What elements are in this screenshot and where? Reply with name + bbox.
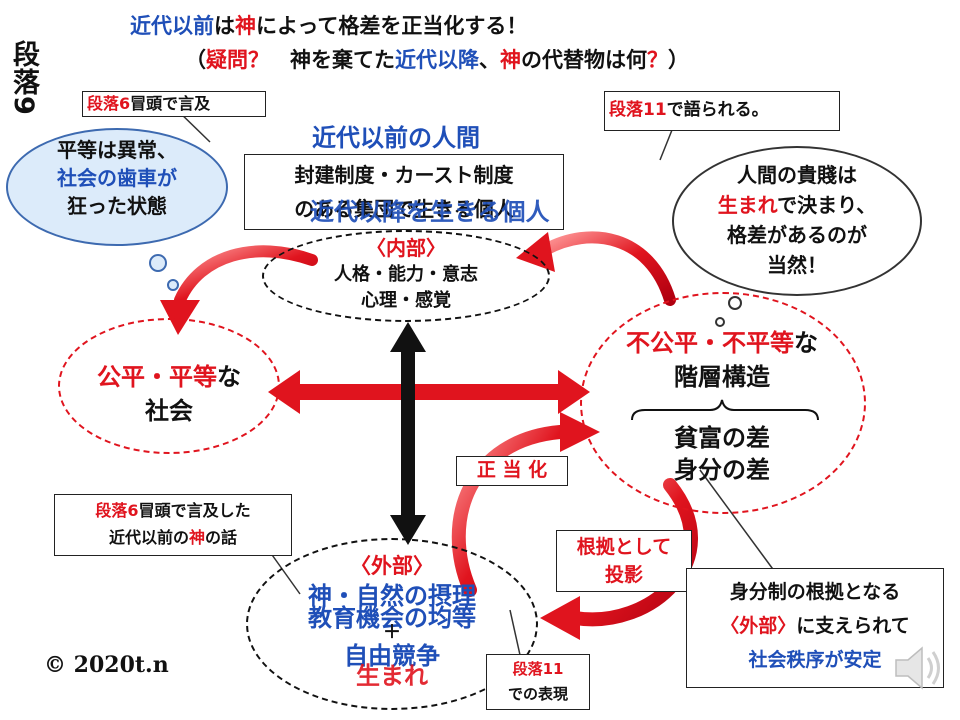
thought-cloud-left: 平等は異常、 社会の歯車が 狂った状態	[6, 128, 228, 246]
modern-heading-overlay: 近代以降を生きる個人	[310, 198, 550, 226]
right-node-text: 階層構造	[674, 363, 770, 391]
right-node-text: 身分の差	[674, 456, 770, 484]
tag-red-text: 段落6	[95, 501, 139, 520]
vertical-arrow-bottom-head	[390, 515, 426, 545]
projection-line: 投影	[604, 564, 643, 586]
outer-plus: ＋	[383, 622, 401, 643]
tag-red-text: 段落11	[512, 660, 564, 678]
left-node-text: 社会	[145, 397, 193, 425]
equal-society-node	[58, 318, 280, 454]
right-box-line: 身分制の根拠となる	[729, 581, 901, 603]
right-node-red: 不公平・不平等	[626, 329, 794, 357]
cloud-left-line: 平等は異常、	[57, 138, 177, 162]
right-box-red: 〈外部〉	[720, 615, 797, 637]
projection-label: 根拠として 投影	[556, 530, 692, 592]
curve-arrow-from-right	[539, 231, 676, 306]
left-node-text: な	[217, 363, 241, 391]
cloud-right-line: 人間の貴賤は	[737, 163, 857, 187]
cloud-left-line: 社会の歯車が	[57, 166, 177, 190]
unequal-structure-bottom: 貧富の差 身分の差	[592, 422, 852, 486]
cloud-right-line: 格差があるのが	[727, 223, 867, 247]
title-text: の代替物は何	[521, 48, 647, 72]
tag-text: で語られる。	[666, 100, 769, 120]
tag-red-text: 段落11	[609, 100, 667, 120]
curve-arrow-to-left-head	[160, 300, 200, 335]
curve-arrow-from-right-head	[516, 232, 555, 272]
title-question: ？	[647, 48, 668, 72]
cloud-left-dot-1	[149, 254, 167, 272]
tag-text: 冒頭で言及した	[138, 501, 251, 520]
tag-top-left: 段落6冒頭で言及	[82, 91, 266, 117]
outer-label: 〈外部〉	[350, 554, 434, 578]
side-label: 段落9	[8, 40, 39, 116]
tag-red-text: 段落6	[87, 94, 131, 113]
cloud-right-line: 当然！	[767, 253, 827, 277]
feudal-line: 封建制度・カースト制度	[294, 163, 514, 187]
inner-label: 〈内部〉	[366, 236, 446, 260]
justify-arc-head	[560, 412, 600, 452]
title-text: 、	[479, 48, 500, 72]
title-paren: ）	[668, 48, 689, 72]
tag-text: 近代以前の	[108, 528, 189, 547]
outer-ellipse	[246, 538, 538, 710]
right-box-line: 社会秩序が安定	[748, 649, 882, 671]
vertical-arrow-top-head	[390, 322, 426, 352]
tag-bottom: 段落11 での表現	[486, 654, 590, 710]
title-text: 神を棄てた	[269, 48, 395, 72]
title-question: 疑問？	[206, 48, 269, 72]
speaker-icon[interactable]	[888, 640, 948, 696]
title-line-2: （疑問？ 神を棄てた近代以降、神の代替物は何？）	[185, 44, 689, 74]
right-node-text: な	[794, 329, 818, 357]
feudal-line: のある集団で生きる個人	[294, 197, 514, 221]
cloud-right-red: 生まれ	[717, 193, 778, 217]
inner-line: 人格・能力・意志	[334, 264, 478, 285]
double-arrow-left-head	[268, 370, 300, 414]
leader-top-right	[659, 129, 673, 161]
tag-text: の話	[205, 528, 238, 547]
inner-items: 人格・能力・意志 心理・感覚	[262, 262, 550, 314]
title-god: 神	[500, 48, 521, 72]
outer-item-2: 教育機会の均等	[308, 604, 476, 632]
tag-red-text: 神	[188, 528, 205, 547]
tag-mid-left: 段落6冒頭で言及した 近代以前の神の話	[54, 494, 292, 556]
outer-item-4: 生まれ	[356, 662, 428, 690]
title-paren: （	[185, 48, 206, 72]
cloud-left-dot-2	[167, 279, 179, 291]
unequal-structure-top: 不公平・不平等な 階層構造	[592, 326, 852, 394]
inner-ellipse	[262, 230, 550, 322]
double-arrow-right-head	[558, 370, 590, 414]
title-text: によって格差を正当化する！	[256, 14, 528, 38]
feudal-box: 封建制度・カースト制度 のある集団で生きる個人	[244, 154, 564, 230]
right-node-text: 貧富の差	[674, 424, 770, 452]
tag-text: での表現	[507, 685, 568, 703]
pre-modern-heading: 近代以前の人間	[312, 124, 480, 152]
projection-arc-head	[540, 596, 580, 640]
title-pre-modern: 近代以前	[130, 14, 214, 38]
title-text: は	[214, 14, 235, 38]
title-modern: 近代以降	[395, 48, 479, 72]
title-god: 神	[235, 14, 256, 38]
cloud-left-line: 狂った状態	[67, 194, 167, 218]
tag-text: 冒頭で言及	[130, 94, 211, 113]
outer-item-1: 神・自然の摂理	[308, 582, 476, 610]
unequal-structure-node	[580, 292, 866, 514]
projection-line: 根拠として	[576, 536, 672, 558]
right-explanation-box: 身分制の根拠となる 〈外部〉に支えられて 社会秩序が安定	[686, 568, 944, 688]
inner-line: 心理・感覚	[361, 290, 451, 311]
tag-top-right: 段落11で語られる。	[604, 91, 840, 131]
thought-cloud-right: 人間の貴賤は 生まれで決まり、 格差があるのが 当然！	[672, 146, 922, 296]
title-line-1: 近代以前は神によって格差を正当化する！	[130, 10, 527, 40]
left-node-red: 公平・平等	[97, 363, 217, 391]
copyright: © 2020t.n	[44, 652, 169, 678]
equal-society-text: 公平・平等な 社会	[58, 360, 280, 428]
justify-label: 正 当 化	[456, 456, 568, 486]
cloud-right-line: で決まり、	[777, 193, 877, 217]
right-box-line: に支えられて	[796, 615, 910, 637]
outer-item-3: 自由競争	[344, 642, 440, 670]
